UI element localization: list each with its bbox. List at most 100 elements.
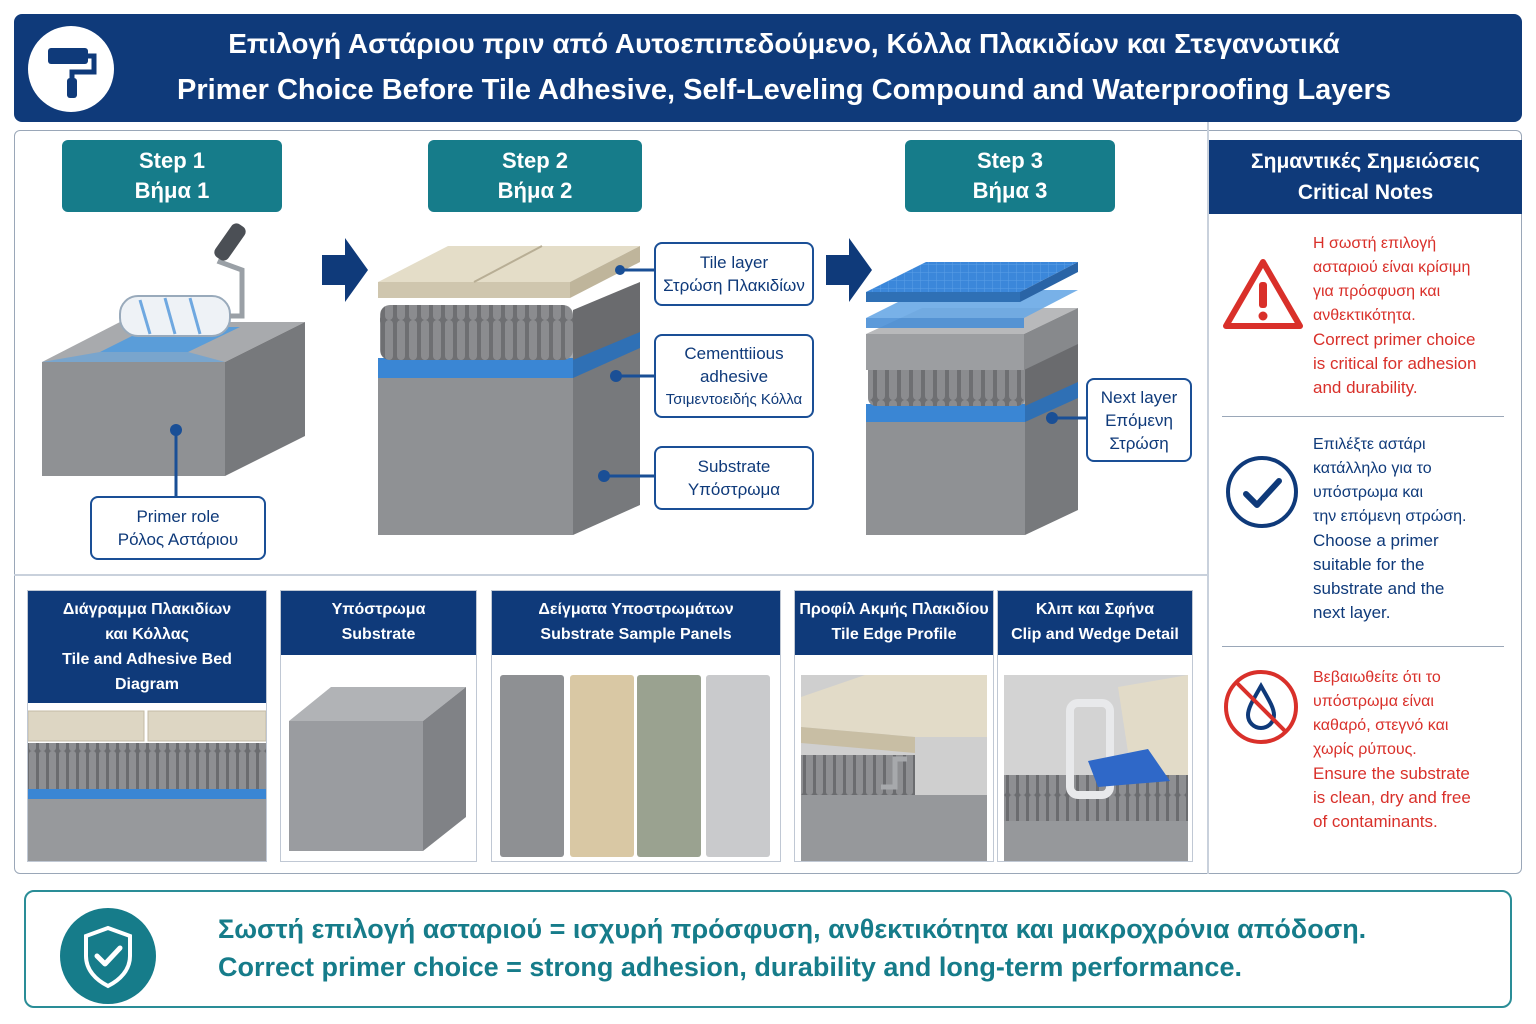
note-divider [1222,416,1504,417]
panel-2-title-line: Substrate [341,626,416,643]
wedge-icon [1088,749,1170,787]
substrate-samples-image [500,675,770,857]
panel-1-title-line: Tile and Adhesive Bed [62,651,232,668]
callout-substrate-gr: Υπόστρωμα [687,480,781,499]
step-1-label-en: Step 1 [138,148,206,173]
arrow-right-icon [826,238,872,302]
check-circle-icon [1226,456,1298,528]
note-clean-substrate: Βεβαιωθείτε ότι το υπόστρωμα είναι καθαρ… [1313,666,1513,834]
page-title-greek: Επιλογή Αστάριου πριν από Αυτοεπιπεδούμε… [228,28,1340,59]
callout-adhesive: Cementtiious adhesive Τσιμεντοειδής Κόλλ… [654,334,814,418]
step-3-badge: Step 3 Βήμα 3 [905,140,1115,212]
note-2-gr-line: την επόμενη στρώση. [1313,508,1467,525]
notes-title-gr: Σημαντικές Σημειώσεις [1251,150,1480,173]
header-banner: Επιλογή Αστάριου πριν από Αυτοεπιπεδούμε… [14,14,1522,122]
callout-next-gr1: Επόμενη [1105,410,1173,430]
note-1-gr-line: ανθεκτικότητα. [1313,307,1416,324]
step-1-badge: Step 1 Βήμα 1 [62,140,282,212]
note-1-gr-line: για πρόσφυση και [1313,283,1441,300]
step-2-label-gr: Βήμα 2 [497,178,573,203]
panel-1-header: Διάγραμμα Πλακιδίων και Κόλλας Tile and … [28,591,266,703]
note-3-gr-line: υπόστρωμα είναι [1313,693,1434,710]
panel-3-header: Δείγματα Υποστρωμάτων Substrate Sample P… [492,591,780,655]
callout-primer-en: Primer role [136,507,220,526]
substrate-block-image [289,687,466,851]
paint-roller-icon [28,26,114,112]
summary-line-english: Correct primer choice = strong adhesion,… [218,952,1242,982]
note-1-gr-line: Η σωστή επιλογή [1313,235,1437,252]
callout-substrate-en: Substrate [697,457,771,476]
panel-1-title-line: Diagram [114,676,180,693]
step-1-label-gr: Βήμα 1 [134,178,210,203]
callout-adhesive-en1: Cementtiious [684,343,784,363]
tile-edge-profile-image [801,675,987,861]
paint-roller-tool [119,223,246,337]
shield-check-icon [60,908,156,1004]
panel-tile-edge-profile: Προφίλ Ακμής Πλακιδίου Tile Edge Profile [794,590,994,862]
sample-panel-light [706,675,770,857]
callout-tile-layer: Tile layer Στρώση Πλακιδίων [654,242,814,306]
panel-5-title-line: Κλιπ και Σφήνα [1035,601,1155,618]
sample-panel-beige [570,675,634,857]
summary-line-greek: Σωστή επιλογή ασταριού = ισχυρή πρόσφυση… [218,914,1367,944]
callout-next-en: Next layer [1100,387,1178,407]
sample-panel-grey [500,675,564,857]
callout-tile-gr: Στρώση Πλακιδίων [663,276,805,295]
step-2-badge: Step 2 Βήμα 2 [428,140,642,212]
callout-primer-gr: Ρόλος Αστάριου [117,530,239,549]
panel-4-title-line: Προφίλ Ακμής Πλακιδίου [799,601,989,618]
process-illustration [42,223,1086,535]
note-divider [1222,646,1504,647]
callout-primer-role: Primer role Ρόλος Αστάριου [90,496,266,560]
panel-1-title-line: Διάγραμμα Πλακιδίων [62,601,232,618]
tile-adhesive-bed-image [28,710,266,861]
page-title-english: Primer Choice Before Tile Adhesive, Self… [177,74,1391,106]
note-primer-critical: Η σωστή επιλογή ασταριού είναι κρίσιμη γ… [1313,232,1513,400]
note-2-en-line: Choose a primer [1313,531,1439,550]
main-frame [14,130,1522,874]
step-3-layer-stack [866,262,1078,535]
note-3-gr-line: καθαρό, στεγνό και [1313,717,1449,734]
step-1-concrete-block [42,322,305,476]
note-2-gr-line: κατάλληλο για το [1313,460,1432,477]
note-1-en-line: and durability. [1313,378,1418,397]
clip-wedge-image [1004,675,1188,861]
note-2-gr-line: υπόστρωμα και [1313,484,1423,501]
panel-clip-wedge: Κλιπ και Σφήνα Clip and Wedge Detail [997,590,1193,862]
note-3-en-line: is clean, dry and free [1313,788,1471,807]
panel-3-title-line: Δείγματα Υποστρωμάτων [538,601,734,618]
callout-adhesive-gr: Τσιμεντοειδής Κόλλα [665,390,803,408]
note-3-gr-line: χωρίς ρύπους. [1313,741,1417,758]
step-2-label-en: Step 2 [501,148,569,173]
summary-footer: Σωστή επιλογή ασταριού = ισχυρή πρόσφυση… [24,890,1512,1008]
note-choose-primer: Επιλέξτε αστάρι κατάλληλο για το υπόστρω… [1313,433,1513,625]
note-3-en-line: Ensure the substrate [1313,764,1470,783]
callout-adhesive-en2: adhesive [699,366,769,386]
callout-next-gr2: Στρώση [1109,433,1169,453]
note-2-en-line: next layer. [1313,603,1391,622]
panel-5-title-line: Clip and Wedge Detail [1011,626,1179,643]
step-3-label-en: Step 3 [976,148,1044,173]
panel-2-title-line: Υπόστρωμα [331,601,426,618]
critical-notes-header: Σημαντικές Σημειώσεις Critical Notes [1209,140,1522,214]
callout-tile-en: Tile layer [699,253,769,272]
step-2-layer-stack [378,245,640,535]
panel-1-title-line: και Κόλλας [105,626,189,643]
panel-5-header: Κλιπ και Σφήνα Clip and Wedge Detail [998,591,1192,655]
panel-4-header: Προφίλ Ακμής Πλακιδίου Tile Edge Profile [795,591,993,655]
note-3-en-line: of contaminants. [1313,812,1438,831]
note-2-gr-line: Επιλέξτε αστάρι [1313,436,1426,453]
note-2-en-line: substrate and the [1313,579,1445,598]
callout-next-layer: Next layer Επόμενη Στρώση [1086,378,1192,462]
sample-panel-green [637,675,701,857]
arrow-right-icon [322,238,368,302]
warning-icon [1223,259,1303,329]
panel-3-title-line: Substrate Sample Panels [540,626,732,643]
panel-substrate-samples: Δείγματα Υποστρωμάτων Substrate Sample P… [491,590,781,862]
note-2-en-line: suitable for the [1313,555,1425,574]
note-1-en-line: Correct primer choice [1313,330,1476,349]
notes-title-en: Critical Notes [1297,181,1434,204]
note-1-gr-line: ασταριού είναι κρίσιμη [1313,259,1471,276]
panel-4-title-line: Tile Edge Profile [831,626,957,643]
note-1-en-line: is critical for adhesion [1313,354,1477,373]
